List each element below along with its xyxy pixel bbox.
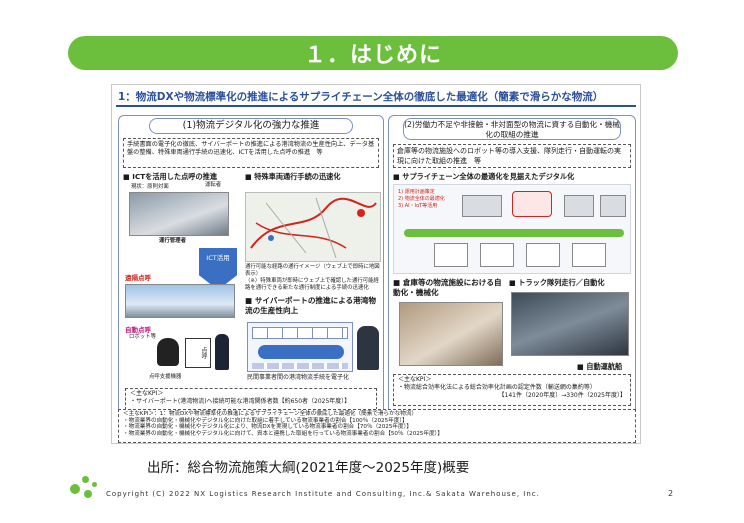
slide-heading: 1：物流DXや物流標準化の推進によるサプライチェーン全体の徹底した最適化（簡素で… [116,89,636,107]
right-panel-title: (2)労働力不足や非接触・非対面型の物流に資する自動化・機械化の取組の推進 [403,118,621,140]
truck-icon [564,195,594,217]
route-map-svg [250,197,377,259]
manager-label: 運行管理者 [159,238,186,244]
current-label: 現状：原則対面 [131,184,169,190]
right-kpi-text: ・物流総合効率化法による総合効率化計画の認定件数（輸送網の集約等） [398,384,596,391]
robot-label: ロボット等 [129,334,156,340]
factory-icon [462,195,502,217]
right-kpi-box: ＜主なKPI＞ ・物流総合効率化法による総合効率化計画の認定件数（輸送網の集約等… [393,374,631,406]
route-map [245,192,381,262]
auto-call-label: 自動点呼 [125,326,151,334]
left-panel-title: (1)物流デジタル化の強力な推進 [149,118,353,134]
left-kpi-heading: ＜主なKPI＞ [130,390,164,397]
left-kpi-text: ・サイバーポート(港湾物流)へ接続可能な港湾関係者数【約650者（2025年度）… [130,398,351,405]
overall-kpi-line-4: ・物流業界の自動化・機械化やデジタル化に向けて、資本と連携した取組を行っている物… [123,430,443,437]
truck-platoon-photo [511,292,629,356]
cyberport-diagram [247,322,353,372]
right-kpi-heading: ＜主なKPI＞ [398,376,432,383]
page-title: １．はじめに [303,43,442,68]
warehouse-heading: ■ 倉庫等の物流施設における自動化・機械化 [393,278,502,297]
copyright-text: Copyright (C) 2022 NX Logistics Research… [106,490,540,498]
overall-kpi-line-2: ・物流業界の自動化・機械化やデジタル化に向けた取組に着手している物流事業者の割合… [123,417,408,424]
right-kpi-value: 【141件（2020年度）→330件（2025年度）】 [498,392,626,399]
call-device-label: 点呼支援機器 [149,374,182,380]
source-caption: 出所：総合物流施策大綱(2021年度〜2025年度)概要 [147,460,470,476]
map-note: （※）特殊車両が即時にウェブ上で確認した通行可能経路を通行できる新たな通行制度に… [245,278,379,291]
platform-node-icon [512,191,552,217]
page-number: 2 [668,489,674,498]
ict-arrow-label: ICT活用 [206,254,230,262]
warehouse-robot-photo [399,302,503,366]
store-icon [600,195,626,217]
drone-node-icon [572,243,606,267]
left-panel: (1)物流デジタル化の強力な推進 手続書面の電子化の徹底、サイバーポートの推進に… [118,115,384,415]
auto-ship-heading: ■ 自動運航船 [577,362,623,371]
driver-label: 運転者 [205,182,222,188]
company-logo-icon [70,476,98,502]
remote-call-label: 遠隔点呼 [125,274,151,282]
agv-node-icon [480,243,514,267]
cyberport-heading: ■ サイバーポートの推進による港湾物流の生産性向上 [245,296,376,315]
left-kpi-box: ＜主なKPI＞ ・サイバーポート(港湾物流)へ接続可能な港湾関係者数【約650者… [125,388,377,410]
overall-kpi-line-1: ＜主なKPI＞：1：物流DXや物流標準化の推進によるサプライチェーン全体の徹底し… [123,411,418,417]
embedded-slide: 1：物流DXや物流標準化の推進によるサプライチェーン全体の徹底した最適化（簡素で… [111,84,641,444]
cyberport-platform-icon [258,345,344,359]
flow-arrow-icon [404,229,624,237]
supply-chain-heading: ■ サプライチェーン全体の最適化を見据えたデジタル化 [393,172,575,181]
driver-figure-icon [215,334,229,370]
truck-heading: ■ トラック隊列走行／自動化 [509,278,605,287]
remote-call-photo [125,284,235,318]
cyberport-caption: 民間事業者間の港湾物流手続を電子化 [247,374,350,381]
left-intro-box: 手続書面の電子化の徹底、サイバーポートの推進による港湾物流の生産性向上、データ基… [123,138,379,168]
title-banner: １．はじめに [68,36,678,70]
special-vehicle-heading: ■ 特殊車両通行手続の迅速化 [245,172,341,181]
right-intro-box: 倉庫等の物流施設へのロボット等の導入支援、隊列走行・自動運転の実現に向けた取組の… [393,144,631,168]
locker-node-icon [526,243,560,267]
face-to-face-call-photo [129,192,229,236]
warehouse-node-icon [434,243,468,267]
robot-icon [157,338,179,366]
right-panel: (2)労働力不足や非接触・非対面型の物流に資する自動化・機械化の取組の推進 倉庫… [388,115,636,415]
overall-kpi-box: ＜主なKPI＞：1：物流DXや物流標準化の推進によるサプライチェーン全体の徹底し… [118,409,636,443]
ict-call-heading: ■ ICTを活用した点呼の推進 [123,172,218,181]
call-sign-icon: 点呼 [185,338,211,368]
overall-kpi-line-3: ・物流業界の自動化・機械化やデジタル化により、物流DXを実現している物流事業者の… [123,424,412,431]
map-caption: 通行可能な経路の通行イメージ（ウェブ上で即時に地図表示） [245,264,380,277]
port-worker-figure-icon [357,326,379,370]
